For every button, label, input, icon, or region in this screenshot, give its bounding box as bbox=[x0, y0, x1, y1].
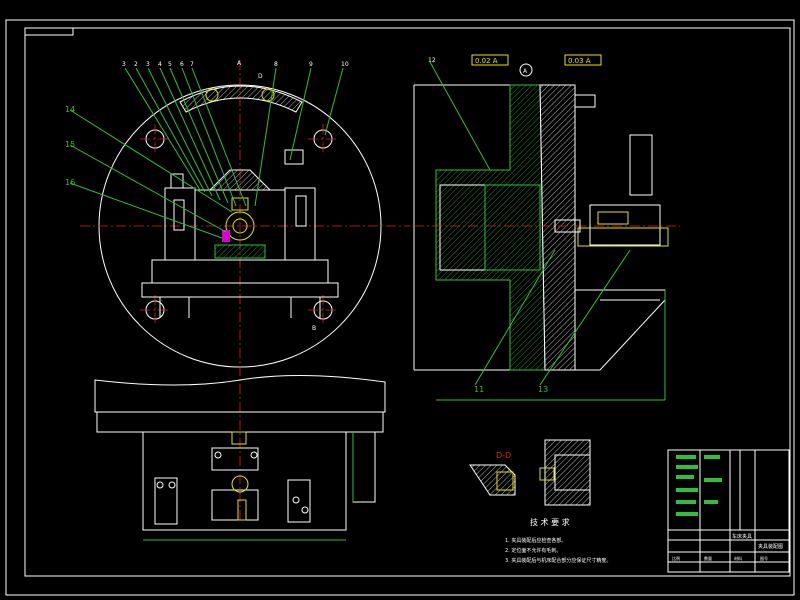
tolerance-frame-flat bbox=[471, 54, 509, 66]
section-d: D bbox=[258, 73, 263, 80]
section-view: 12 11 13 0.02 A 0.03 A A bbox=[413, 54, 680, 401]
callout-5: 5 bbox=[168, 61, 172, 68]
inner-frame bbox=[24, 27, 791, 577]
callout-9: 9 bbox=[309, 61, 313, 68]
callout-8: 8 bbox=[274, 61, 278, 68]
datum-circle bbox=[519, 63, 533, 77]
callout-12: 12 bbox=[428, 57, 436, 64]
callout-13: 13 bbox=[538, 385, 548, 394]
tolerance-pos-text: 0.03 A bbox=[568, 57, 591, 65]
datum-label: A bbox=[523, 68, 528, 75]
callout-6: 6 bbox=[180, 61, 184, 68]
section-a-top: A bbox=[237, 60, 242, 67]
outer-frame bbox=[5, 19, 795, 596]
callout-16: 16 bbox=[65, 178, 75, 187]
callout-4: 4 bbox=[158, 61, 162, 68]
corner-tag-box bbox=[24, 27, 74, 36]
title-cell-1: 比例 bbox=[672, 555, 680, 561]
leader-lines bbox=[69, 67, 344, 239]
title-drawing: 夹具装配图 bbox=[758, 543, 783, 550]
tech-title: 技 术 要 求 bbox=[530, 517, 570, 527]
detail-views: D-D bbox=[469, 439, 591, 506]
top-view bbox=[94, 374, 386, 541]
tech-item-2: 2. 定位面不允许有毛刺。 bbox=[505, 547, 561, 554]
tolerance-frame-pos bbox=[564, 54, 602, 66]
callout-15: 15 bbox=[65, 140, 75, 149]
callout-3b: 3 bbox=[146, 61, 150, 68]
section-leaders bbox=[429, 61, 631, 386]
title-cell-3: 材料 bbox=[734, 555, 742, 561]
callout-10: 10 bbox=[341, 61, 349, 68]
label-dd: D-D bbox=[496, 451, 511, 460]
title-cell-4: 图号 bbox=[760, 555, 768, 561]
title-block: 车床夹具 夹具装配图 比例 数量 材料 图号 bbox=[667, 449, 790, 573]
section-b: B bbox=[312, 325, 316, 332]
spindle-body bbox=[435, 84, 546, 371]
callout-2: 2 bbox=[134, 61, 138, 68]
tech-item-3: 3. 夹具装配后与机床配合部分应保证尺寸精度。 bbox=[505, 557, 611, 564]
tech-requirements: 技 术 要 求 1. 夹具装配后应检查各部。 2. 定位面不允许有毛刺。 3. … bbox=[505, 517, 611, 564]
fixture-body bbox=[141, 149, 339, 318]
callout-3a: 3 bbox=[122, 61, 126, 68]
title-name: 车床夹具 bbox=[732, 533, 752, 540]
title-cell-2: 数量 bbox=[704, 555, 712, 561]
tolerance-flat-text: 0.02 A bbox=[475, 57, 498, 65]
callout-7: 7 bbox=[190, 61, 194, 68]
callout-14: 14 bbox=[65, 105, 75, 114]
tech-item-1: 1. 夹具装配后应检查各部。 bbox=[505, 537, 566, 544]
callout-11: 11 bbox=[474, 385, 484, 394]
counterweight-arc bbox=[179, 85, 303, 113]
front-view: 3 2 3 4 5 6 7 8 9 10 14 15 16 A D B bbox=[65, 60, 410, 520]
